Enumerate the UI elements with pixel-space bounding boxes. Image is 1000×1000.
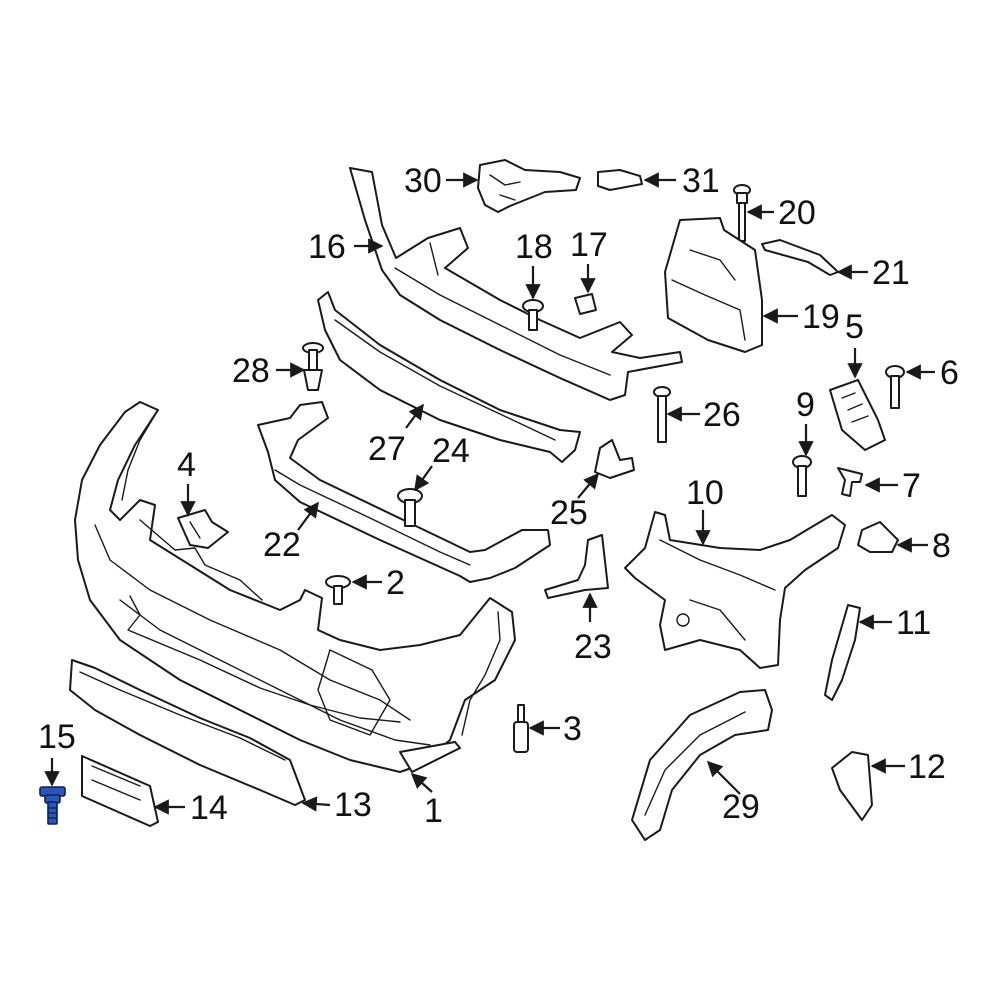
callout-20: 20: [778, 194, 816, 232]
part-15-bolt-highlighted[interactable]: [39, 786, 66, 825]
part-5-sensor-bracket[interactable]: [829, 379, 886, 451]
part-1-bumper-cover[interactable]: [74, 401, 516, 773]
callout-23: 23: [574, 628, 612, 666]
part-18-screw[interactable]: [522, 299, 544, 331]
part-20-bolt[interactable]: [733, 184, 751, 242]
callout-11: 11: [896, 604, 931, 642]
callout-12: 12: [908, 748, 946, 786]
part-4-bracket[interactable]: [177, 509, 229, 549]
callout-7: 7: [902, 467, 921, 505]
part-10-carrier[interactable]: [624, 511, 846, 669]
callout-4: 4: [177, 446, 196, 484]
part-19-mount-bracket[interactable]: [664, 217, 763, 353]
part-2-screw[interactable]: [325, 575, 351, 605]
callout-labels: 1 2 3 4 5 6 7 8 9 10 11 12 13 14 15 16 1…: [38, 162, 959, 830]
part-9-screw[interactable]: [792, 455, 812, 497]
part-17-nut[interactable]: [574, 293, 597, 315]
part-12-cover[interactable]: [831, 751, 873, 821]
callout-26: 26: [703, 396, 741, 434]
part-21-seal-strip[interactable]: [761, 239, 839, 276]
callout-6: 6: [940, 354, 959, 392]
part-26-bolt[interactable]: [653, 386, 671, 443]
callout-25: 25: [550, 494, 588, 532]
callout-30: 30: [404, 162, 442, 200]
part-31-clip[interactable]: [597, 169, 643, 191]
callout-16: 16: [308, 228, 346, 266]
part-16-reinforcement-beam[interactable]: [349, 167, 683, 401]
part-27-absorber[interactable]: [317, 291, 581, 463]
part-25-bracket[interactable]: [594, 439, 635, 479]
part-13-lower-trim[interactable]: [69, 659, 306, 806]
callout-24: 24: [432, 432, 470, 470]
callout-29: 29: [722, 788, 760, 826]
part-29-arch-trim[interactable]: [631, 689, 773, 841]
callout-27: 27: [368, 430, 406, 468]
callout-14: 14: [190, 789, 228, 827]
callout-17: 17: [570, 226, 608, 264]
callout-28: 28: [232, 352, 270, 390]
part-11-side-bracket[interactable]: [824, 604, 861, 701]
part-8-bracket[interactable]: [857, 521, 899, 553]
part-28-push-pin[interactable]: [302, 342, 324, 391]
callout-31: 31: [682, 162, 720, 200]
callout-5: 5: [845, 308, 864, 346]
callout-19: 19: [802, 298, 840, 336]
part-14-plate-bracket[interactable]: [81, 755, 159, 827]
callout-18: 18: [515, 228, 553, 266]
callout-15: 15: [38, 718, 76, 756]
part-3-rivet[interactable]: [513, 704, 529, 753]
callout-22: 22: [263, 526, 301, 564]
callout-8: 8: [932, 527, 951, 565]
part-7-clip[interactable]: [837, 467, 863, 497]
part-22-lower-reinforcement[interactable]: [257, 401, 551, 583]
part-30-bracket[interactable]: [477, 159, 581, 213]
callout-10: 10: [686, 474, 724, 512]
callout-13: 13: [334, 786, 372, 824]
callout-2: 2: [386, 564, 405, 602]
callout-9: 9: [796, 386, 815, 424]
callout-3: 3: [563, 710, 582, 748]
part-23-bracket[interactable]: [544, 534, 609, 599]
callout-21: 21: [872, 254, 910, 292]
leader-lines: [44, 172, 935, 815]
part-24-screw[interactable]: [397, 488, 423, 527]
part-6-screw[interactable]: [885, 365, 905, 409]
callout-1: 1: [424, 792, 443, 830]
